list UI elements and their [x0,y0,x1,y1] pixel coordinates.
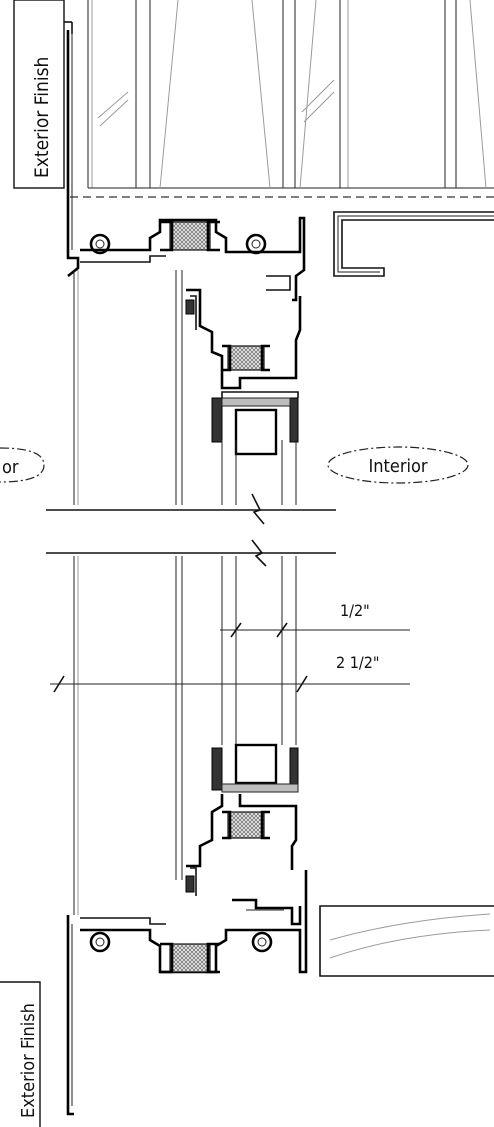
frame-vertical-lines [73,270,297,915]
interior-callout: Interior [327,446,469,484]
interior-trim-top [333,211,494,277]
dimension-frame-depth: 2 1/2" [50,653,410,693]
frame-depth-dimension: 2 1/2" [336,653,380,672]
interior-stool-bottom [319,905,494,977]
exterior-finish-label-bottom: Exterior Finish [18,1003,39,1118]
interior-label: Interior [368,456,427,477]
sill-frame-assembly [66,743,308,1116]
exterior-label-partial: or [2,457,19,478]
dimension-glass: 1/2" [220,601,410,638]
window-elevation-top [70,0,494,198]
break-lines [46,493,336,567]
head-frame-assembly [66,30,306,456]
exterior-callout: or [0,447,45,483]
exterior-finish-label-top: Exterior Finish [31,57,53,178]
glass-thickness-dimension: 1/2" [340,601,370,620]
exterior-finish-board-bottom: Exterior Finish [0,981,41,1127]
exterior-finish-board-top: Exterior Finish [13,0,73,189]
